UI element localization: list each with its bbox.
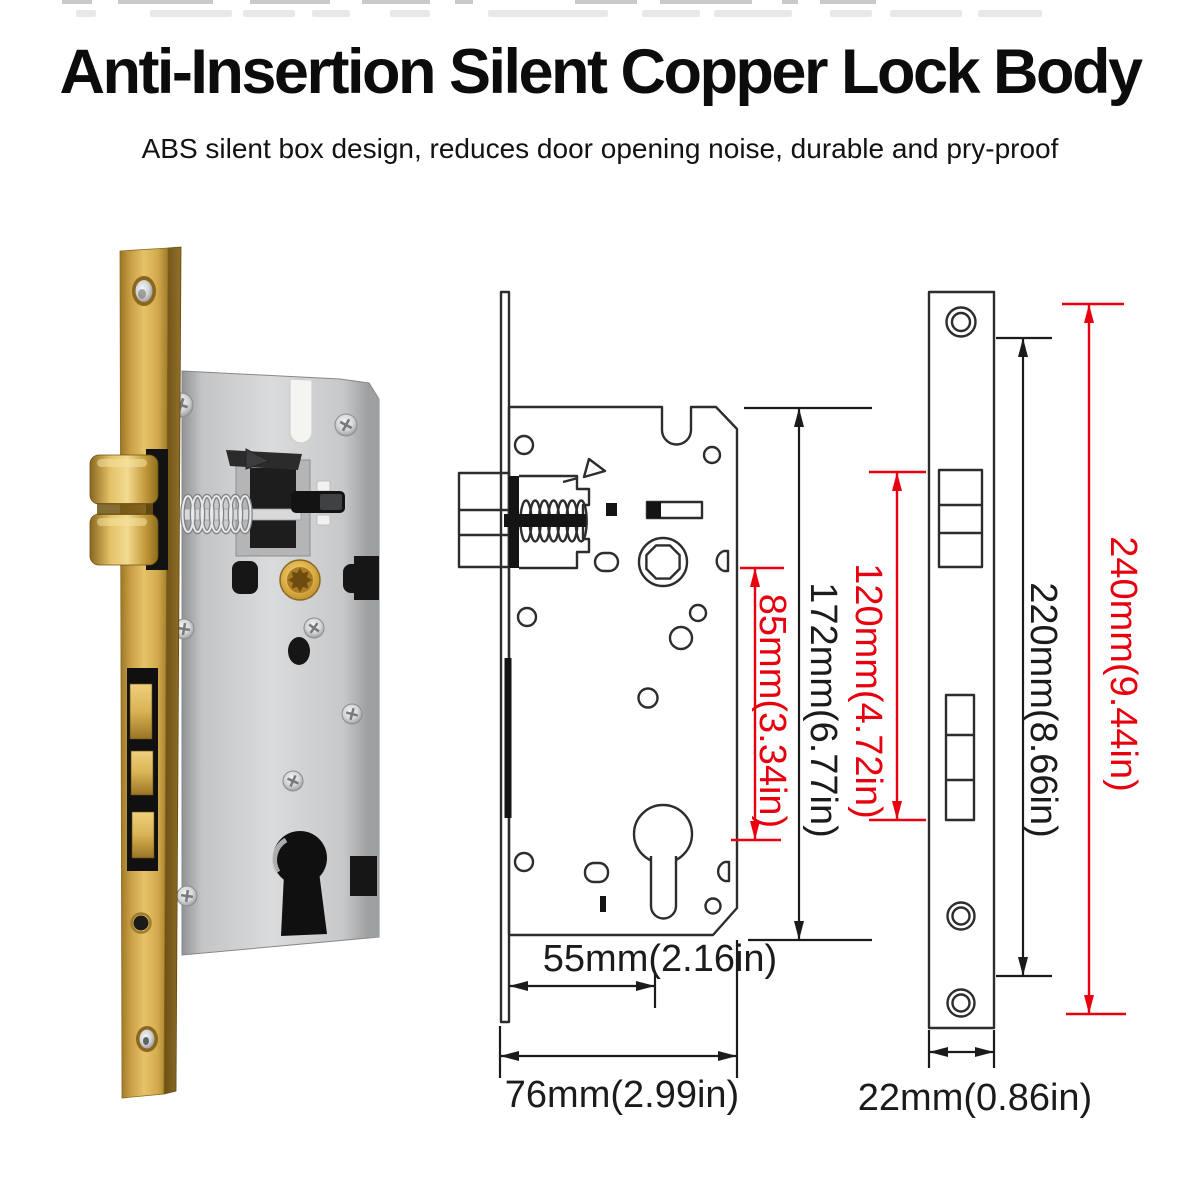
hub-outline bbox=[637, 536, 689, 588]
deadbolt-block bbox=[130, 750, 154, 796]
deadbolt-block bbox=[129, 683, 153, 740]
deadbolt-cutout bbox=[944, 693, 976, 822]
silent-guide-notch bbox=[289, 378, 313, 444]
dim-latch-to-deadbolt: 120mm(4.72in) bbox=[847, 470, 926, 822]
dim-screw-spacing: 220mm(8.66in) bbox=[996, 336, 1064, 978]
dim-body-width: 76mm(2.99in) bbox=[498, 940, 739, 1116]
dim-faceplate-length-label: 240mm(9.44in) bbox=[1102, 536, 1144, 792]
latch-cutout bbox=[937, 468, 984, 569]
dim-backset-label: 55mm(2.16in) bbox=[543, 938, 777, 980]
brass-faceplate bbox=[119, 246, 182, 1099]
faceplate-slot-fill bbox=[504, 658, 512, 818]
anti-insertion-trigger bbox=[245, 448, 271, 470]
dim-faceplate-width-label: 22mm(0.86in) bbox=[858, 1077, 1092, 1119]
latch-spring-mechanism bbox=[180, 448, 345, 557]
dim-hub-to-cylinder: 85mm(3.34in) bbox=[731, 566, 793, 842]
cropped-text-remnant bbox=[62, 0, 1042, 17]
mounting-holes bbox=[513, 434, 722, 915]
trigger-outline bbox=[582, 457, 607, 479]
euro-keyhole-outline bbox=[632, 803, 694, 920]
euro-cylinder-cutout bbox=[272, 831, 327, 936]
faceplate-side-outline bbox=[927, 290, 996, 1030]
dim-body-height-label: 172mm(6.77in) bbox=[802, 582, 844, 838]
front-view-drawing: 172mm(6.77in) 85mm(3.34in) 55mm(2.16in) bbox=[457, 290, 872, 1116]
latch-bolt bbox=[89, 449, 168, 570]
dim-body-width-label: 76mm(2.99in) bbox=[505, 1074, 739, 1116]
body-outline bbox=[507, 405, 739, 937]
dim-faceplate-width: 22mm(0.86in) bbox=[858, 1030, 1092, 1119]
faceplate-screw-holes bbox=[945, 306, 977, 1018]
spindle-hub-area bbox=[232, 559, 372, 665]
side-cutout-dark-lower bbox=[350, 856, 377, 896]
spring-shaft bbox=[504, 514, 586, 527]
body-screws bbox=[168, 392, 363, 907]
faceplate-pin-hole bbox=[133, 915, 149, 931]
dim-backset: 55mm(2.16in) bbox=[509, 938, 777, 1008]
side-view-drawing: 22mm(0.86in) 120mm(4.72in) 220mm(8.66in) bbox=[847, 290, 1144, 1119]
dim-body-height: 172mm(6.77in) bbox=[744, 406, 872, 942]
product-photo bbox=[89, 246, 380, 1099]
page-title: Anti-Insertion Silent Copper Lock Body bbox=[59, 37, 1143, 107]
deadbolt-block bbox=[131, 811, 155, 859]
dim-faceplate-length: 240mm(9.44in) bbox=[1062, 302, 1144, 1016]
coil-spring bbox=[180, 493, 253, 535]
spindle-star-hole bbox=[288, 568, 312, 592]
dim-screw-spacing-label: 220mm(8.66in) bbox=[1022, 582, 1064, 838]
dim-latch-to-deadbolt-label: 120mm(4.72in) bbox=[847, 563, 889, 819]
page-subtitle: ABS silent box design, reduces door open… bbox=[141, 133, 1059, 164]
dim-hub-to-cylinder-label: 85mm(3.34in) bbox=[751, 594, 793, 828]
faceplate-outline bbox=[499, 290, 511, 1024]
